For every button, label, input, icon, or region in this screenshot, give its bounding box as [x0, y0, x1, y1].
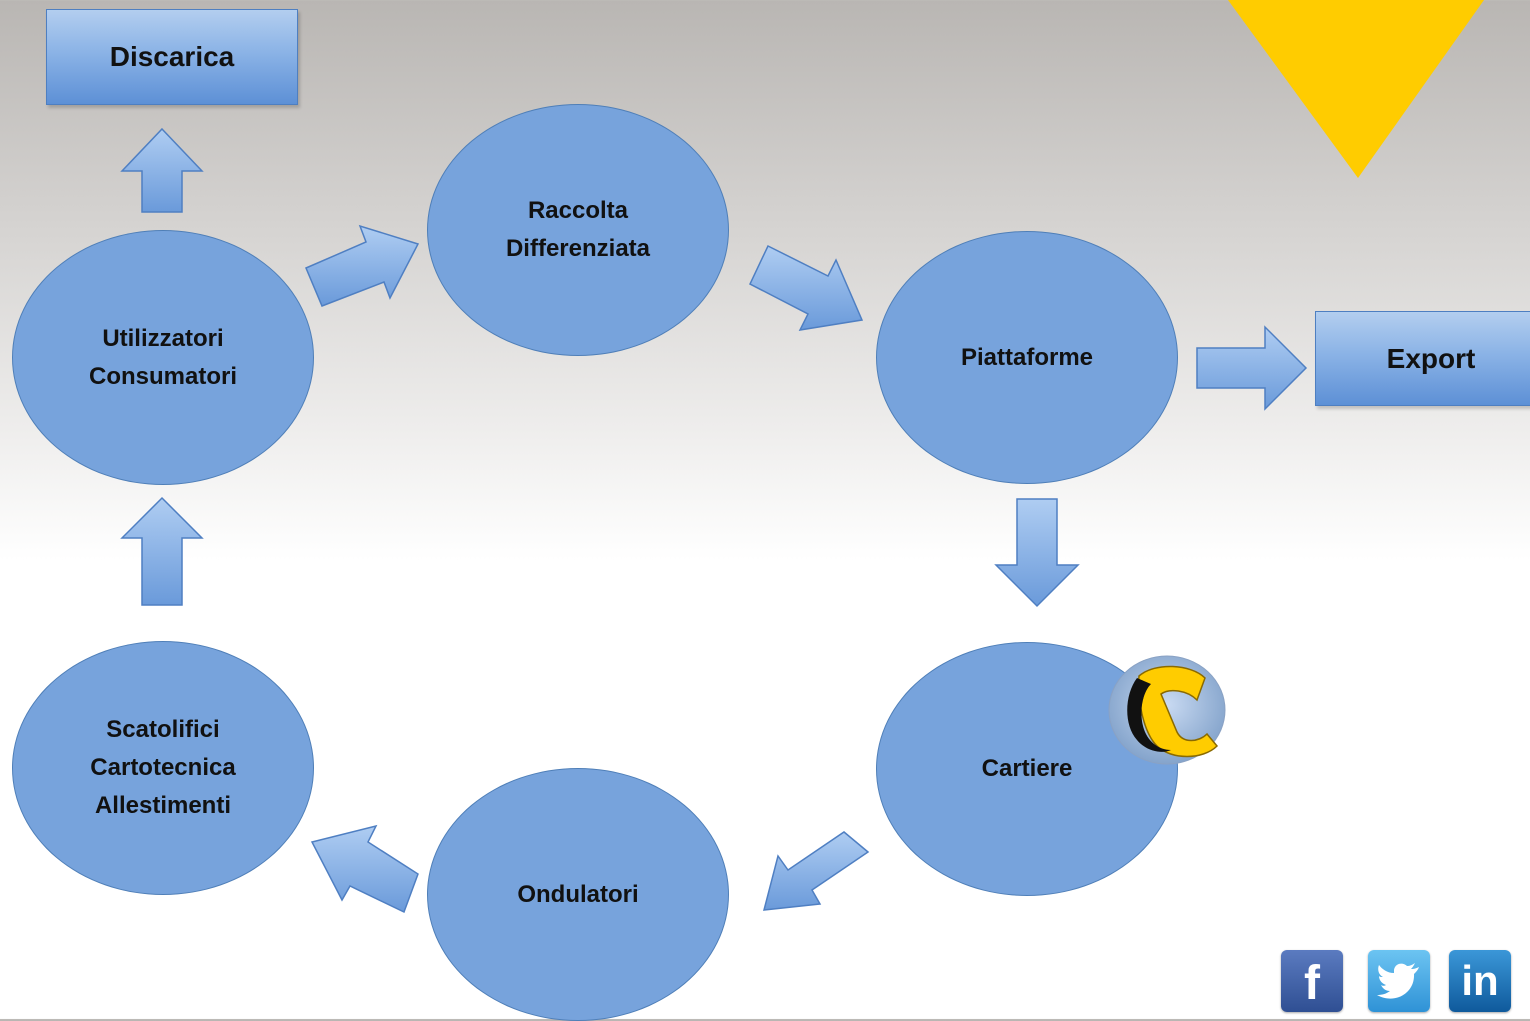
scatolifici-label: Scatolifici Cartotecnica Allestimenti — [90, 716, 236, 819]
raccolta-differenziata-label: Raccolta Differenziata — [505, 197, 651, 262]
yellow-triangle-decoration — [1228, 0, 1484, 178]
utilizzatori-consumatori-node: Utilizzatori Consumatori — [12, 230, 314, 485]
arrow-piattaforme-to-cartiere — [994, 498, 1080, 608]
arrow-piattaforme-to-export — [1196, 325, 1308, 411]
arrow-raccolta-to-piattaforme — [749, 244, 864, 331]
arrow-scatolifici-to-utilizzatori — [120, 496, 204, 606]
linkedin-icon[interactable]: in — [1449, 950, 1511, 1012]
arrow-utilizzatori-to-raccolta — [305, 224, 420, 307]
raccolta-differenziata-node: Raccolta Differenziata — [427, 104, 729, 356]
utilizzatori-consumatori-label: Utilizzatori Consumatori — [88, 324, 237, 390]
export-box: Export — [1315, 311, 1530, 406]
piattaforme-label: Piattaforme — [960, 343, 1094, 371]
arrow-cartiere-to-ondulatori — [763, 831, 870, 911]
discarica-box: Discarica — [46, 9, 298, 105]
linkedin-glyph: in — [1461, 957, 1499, 1004]
discarica-label: Discarica — [109, 41, 235, 72]
ondulatori-label: Ondulatori — [517, 880, 639, 908]
piattaforme-node: Piattaforme — [876, 231, 1178, 484]
ondulatori-node: Ondulatori — [427, 768, 729, 1021]
cartiere-label: Cartiere — [981, 755, 1073, 782]
scatolifici-node: Scatolifici Cartotecnica Allestimenti — [12, 641, 314, 895]
arrow-utilizzatori-to-discarica — [120, 127, 204, 213]
twitter-icon[interactable] — [1368, 950, 1430, 1012]
cartiere-logo-icon — [1107, 654, 1227, 766]
twitter-bird-icon — [1377, 963, 1419, 999]
facebook-glyph: f — [1304, 957, 1320, 1010]
arrow-ondulatori-to-scatolifici — [310, 824, 419, 914]
facebook-icon[interactable]: f — [1281, 950, 1343, 1012]
export-label: Export — [1386, 342, 1476, 374]
